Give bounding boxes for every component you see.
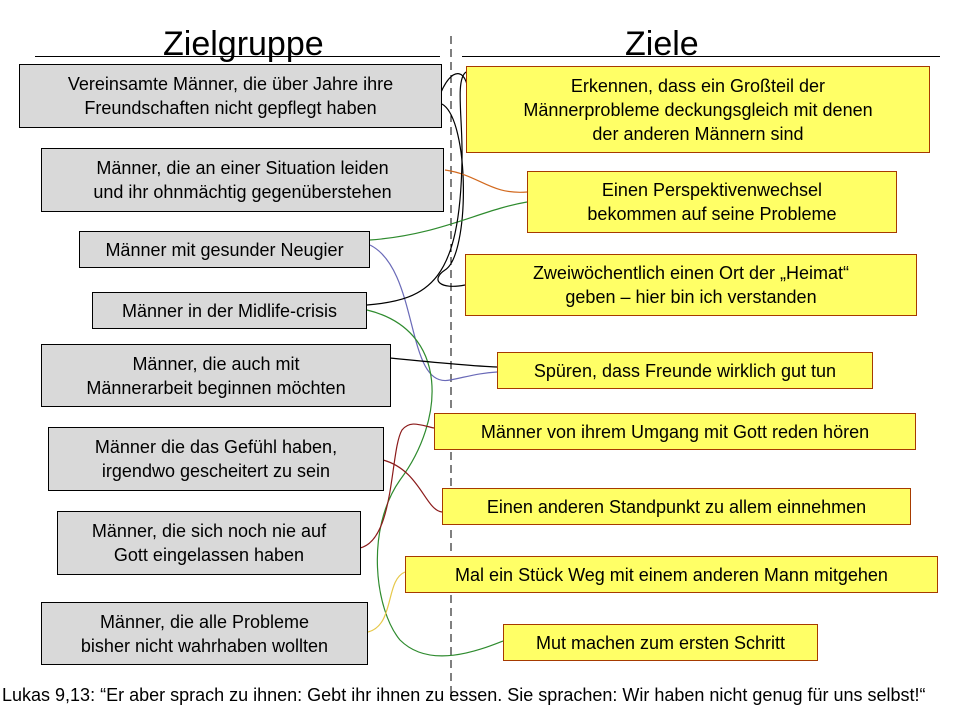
heading-underline-left xyxy=(35,56,440,57)
goal-box: Mal ein Stück Weg mit einem anderen Mann… xyxy=(405,556,938,593)
connector-8-7 xyxy=(367,571,406,633)
connector-5-4 xyxy=(389,357,498,368)
goal-box: Spüren, dass Freunde wirklich gut tun xyxy=(497,352,873,389)
goal-box: Erkennen, dass ein Großteil der Männerpr… xyxy=(466,66,930,153)
target-group-box: Männer, die sich noch nie auf Gott einge… xyxy=(57,511,361,575)
target-group-box: Männer, die auch mit Männerarbeit beginn… xyxy=(41,344,391,407)
target-group-box: Männer, die alle Probleme bisher nicht w… xyxy=(41,602,368,665)
target-group-box: Vereinsamte Männer, die über Jahre ihre … xyxy=(19,64,442,128)
goal-box: Männer von ihrem Umgang mit Gott reden h… xyxy=(434,413,916,450)
goal-box: Einen Perspektivenwechsel bekommen auf s… xyxy=(527,171,897,233)
goal-box: Zweiwöchentlich einen Ort der „Heimat“ g… xyxy=(465,254,917,316)
connector-4-1 xyxy=(366,71,467,306)
connector-1-3 xyxy=(437,103,466,287)
goal-box: Einen anderen Standpunkt zu allem einneh… xyxy=(442,488,911,525)
target-group-box: Männer mit gesunder Neugier xyxy=(79,231,370,268)
connector-2-2 xyxy=(444,169,528,193)
connector-1-1 xyxy=(437,73,469,101)
connector-6-6 xyxy=(382,459,443,513)
target-group-box: Männer die das Gefühl haben, irgendwo ge… xyxy=(48,427,384,491)
target-group-box: Männer in der Midlife-crisis xyxy=(92,292,367,329)
footer-quote: Lukas 9,13: “Er aber sprach zu ihnen: Ge… xyxy=(2,685,926,705)
goal-box: Mut machen zum ersten Schritt xyxy=(503,624,818,661)
connector-7-5 xyxy=(359,423,435,549)
target-group-box: Männer, die an einer Situation leiden un… xyxy=(41,148,444,212)
heading-underline-right xyxy=(462,56,940,57)
connector-3-4 xyxy=(369,244,498,381)
connector-4-8 xyxy=(366,309,504,657)
